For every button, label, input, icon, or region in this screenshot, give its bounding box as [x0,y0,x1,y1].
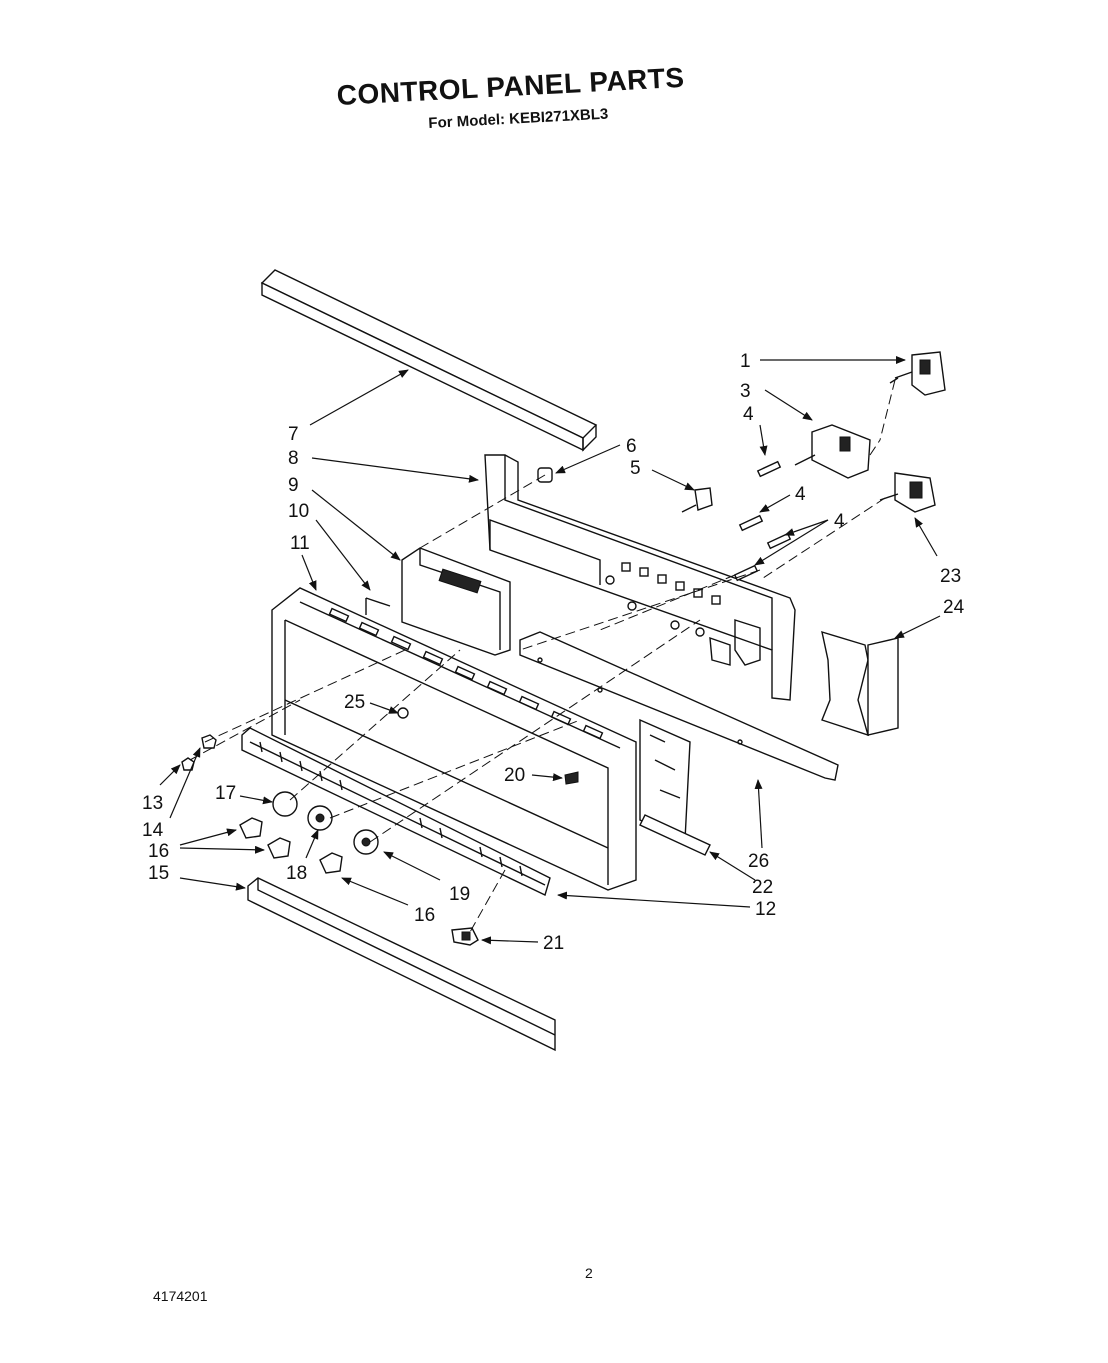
lower-trim-part [241,727,551,896]
control-panel-frame-part [271,587,637,891]
document-number: 4174201 [153,1288,208,1304]
callout-4b: 4 [795,484,806,505]
callout-11: 11 [290,533,310,554]
assembly-dashed-lines [189,379,896,933]
glass-window-part [639,718,711,856]
callout-labels: 1 3 4 4 4 5 6 7 8 9 10 11 12 13 14 15 16… [142,351,965,954]
switch-part-1 [889,351,946,396]
bottom-trim-part [247,877,556,1052]
callout-21: 21 [543,933,564,954]
callout-14: 14 [142,820,164,841]
long-bracket-part [519,631,839,781]
callout-10: 10 [288,501,309,522]
callout-25: 25 [344,692,365,713]
callout-6: 6 [626,436,637,457]
label-part-10 [365,597,391,615]
callout-18: 18 [286,863,307,884]
callout-17: 17 [215,783,236,804]
shaft-parts-4 [733,460,792,582]
switch-part-3 [794,424,871,479]
callout-5: 5 [630,458,641,479]
callout-20: 20 [504,765,525,786]
callout-26: 26 [748,851,769,872]
callout-4a: 4 [743,404,754,425]
callout-1: 1 [740,351,751,372]
clip-part-21 [451,927,479,946]
callout-15: 15 [148,863,169,884]
callout-7: 7 [288,424,299,445]
callout-22: 22 [752,877,773,898]
clip-part-5 [681,487,713,513]
display-board-part [401,547,511,656]
callout-8: 8 [288,448,299,469]
switch-part-23 [879,472,936,513]
callout-19: 19 [449,884,470,905]
callout-16b: 16 [414,905,435,926]
callout-24: 24 [943,597,965,618]
callout-12: 12 [755,899,776,920]
trim-strip-part [260,269,598,452]
knob-trim-parts [181,707,579,874]
callout-13: 13 [142,793,163,814]
control-bracket-part [484,454,796,701]
callout-3: 3 [740,381,751,402]
callout-4c: 4 [834,511,845,532]
side-bracket-part [821,630,899,737]
callout-23: 23 [940,566,961,587]
callout-16a: 16 [148,841,169,862]
page-number: 2 [585,1265,593,1281]
leader-lines [159,356,941,945]
callout-9: 9 [288,475,299,496]
